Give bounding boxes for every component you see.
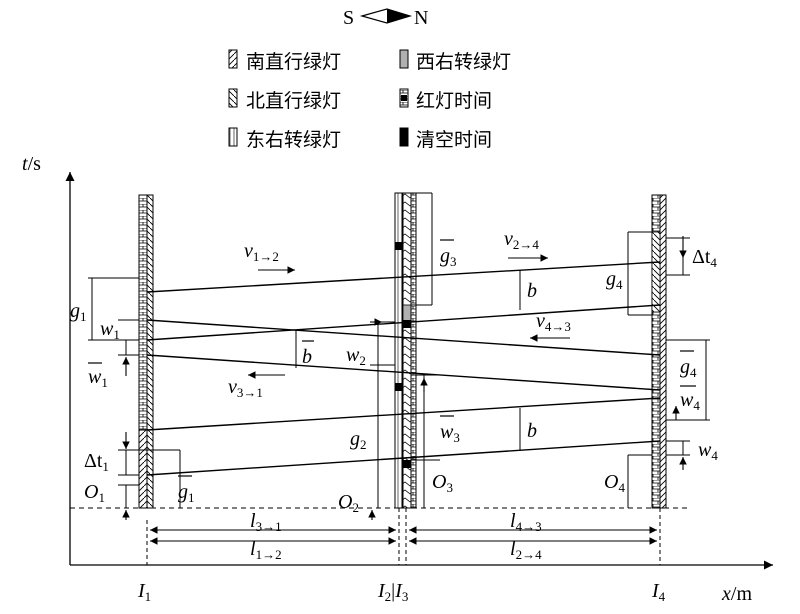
label-w4-bar: w4 (680, 389, 700, 413)
legend: 南直行绿灯 西右转绿灯 北直行绿灯 红灯时间 东右转绿灯 清空时间 (228, 49, 511, 151)
dimension-arrows (122, 236, 687, 545)
label-g1-bar: g1 (178, 481, 195, 505)
outbound-band-2-lower (146, 440, 661, 476)
clearance-swatch-icon (399, 127, 409, 147)
label-g1: g1 (70, 300, 87, 324)
speed-v24: v2→4 (504, 228, 539, 252)
north-through-swatch-icon (228, 88, 238, 108)
label-I1: I1 (137, 580, 151, 604)
inbound-band-upper (146, 319, 661, 356)
dimension-guides (88, 192, 710, 565)
legend-item-red: 红灯时间 (399, 88, 492, 112)
label-b-upper: b (527, 280, 537, 302)
compass-north-half-icon (387, 9, 410, 23)
label-g3-bar: g3 (440, 245, 457, 269)
legend-label: 红灯时间 (416, 90, 492, 112)
legend-label: 北直行绿灯 (246, 90, 341, 112)
label-g4-bar: g4 (680, 356, 697, 380)
legend-label: 清空时间 (416, 129, 492, 151)
axes: t/s x/m (22, 153, 773, 605)
outbound-band-1-upper (146, 261, 661, 293)
label-I2-I3: I2|I3 (377, 580, 408, 604)
label-l31: l3→1 (250, 510, 282, 534)
label-O2: O2 (338, 491, 359, 515)
speed-v12: v1→2 (244, 240, 279, 264)
label-b-lower: b (527, 420, 537, 442)
compass-south-label: S (343, 7, 354, 29)
intersection-I2-I3-bar (394, 192, 417, 509)
x-axis-label: x/m (721, 583, 752, 605)
east-right-swatch-icon (228, 127, 238, 147)
label-g2: g2 (350, 428, 367, 452)
label-w2: w2 (346, 344, 366, 368)
label-O1: O1 (84, 481, 105, 505)
intersection-I1-bar (138, 194, 154, 509)
label-O3: O3 (432, 471, 453, 495)
compass: S N (343, 7, 428, 29)
trajectories (146, 261, 661, 476)
legend-item-east-right: 东右转绿灯 (228, 127, 341, 151)
label-l12: l1→2 (250, 538, 282, 562)
label-w1-bar: w1 (88, 366, 108, 390)
inbound-band-lower (146, 354, 661, 391)
label-dt1: Δt1 (84, 450, 109, 474)
diagram-labels: v1→2 v2→4 v4→3 v3→1 g1 w1 w1 Δt1 O1 g1 b… (70, 228, 718, 604)
legend-item-north-through: 北直行绿灯 (228, 88, 341, 112)
label-l24: l2→4 (510, 538, 542, 562)
outbound-band-1-lower (146, 304, 661, 341)
speed-v43: v4→3 (536, 310, 571, 334)
label-b-bar: b (302, 346, 312, 368)
outbound-band-2-upper (146, 397, 661, 431)
label-g4: g4 (606, 268, 623, 292)
intersection-I4-bar (651, 194, 667, 509)
label-w1: w1 (100, 318, 120, 342)
legend-label: 南直行绿灯 (246, 51, 341, 73)
compass-north-label: N (414, 7, 428, 29)
label-w3-bar: w3 (440, 421, 460, 445)
legend-item-west-right: 西右转绿灯 (399, 49, 511, 73)
legend-item-south-through: 南直行绿灯 (228, 49, 341, 73)
west-right-swatch-icon (399, 49, 409, 69)
label-w4: w4 (698, 439, 718, 463)
south-through-swatch-icon (228, 49, 238, 69)
label-l43: l4→3 (510, 510, 542, 534)
legend-label: 东右转绿灯 (246, 129, 341, 151)
y-axis-label: t/s (22, 153, 41, 175)
label-dt4: Δt4 (692, 246, 717, 270)
label-I4: I4 (651, 580, 666, 604)
speed-v31: v3→1 (228, 376, 263, 400)
label-O4: O4 (604, 471, 625, 495)
legend-item-clearance: 清空时间 (399, 127, 492, 151)
legend-label: 西右转绿灯 (416, 51, 511, 73)
